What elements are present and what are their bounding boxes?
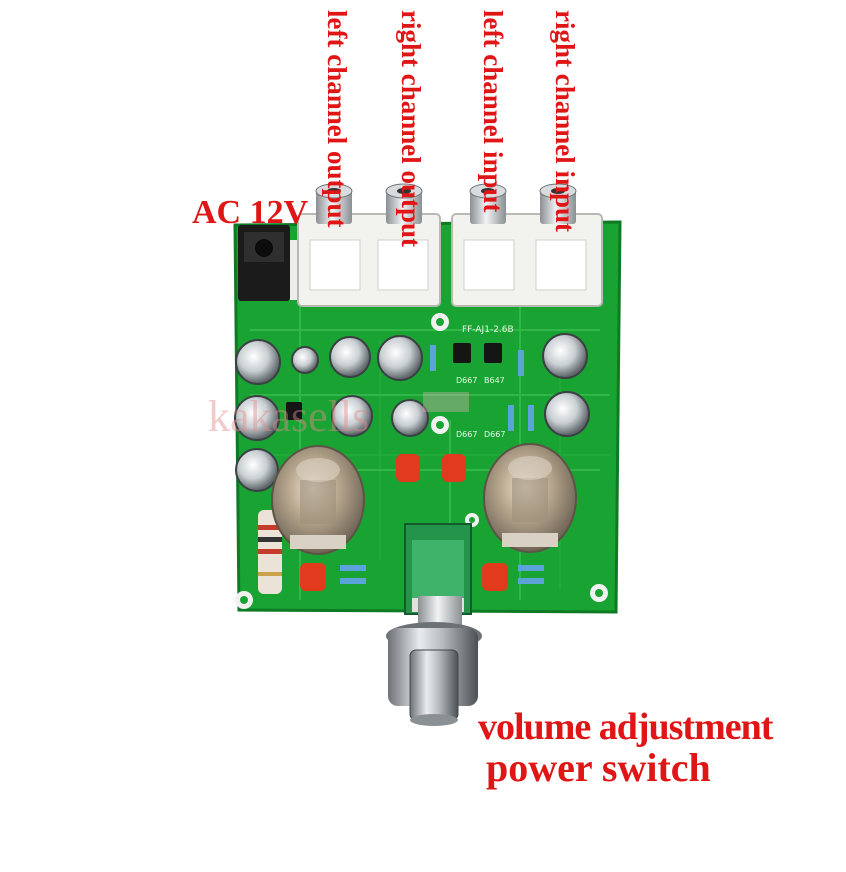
electrolytic-capacitor [291, 346, 319, 374]
resistor [518, 578, 544, 584]
pcb-model-marking: FF-AJ1-2.6B [462, 325, 514, 335]
electrolytic-capacitor [542, 333, 588, 379]
transistor-marking: D667 [484, 430, 505, 439]
film-capacitor [442, 454, 466, 482]
electrolytic-capacitor [235, 339, 281, 385]
rca-jack-left-output [315, 183, 353, 224]
transistor [484, 343, 502, 363]
watermark-chinese-text [423, 392, 469, 412]
electrolytic-capacitor [377, 335, 423, 381]
vacuum-tube-right [483, 443, 577, 553]
transistor [286, 402, 302, 420]
rca-jack-right-output [385, 183, 423, 224]
resistor [430, 345, 436, 371]
mounting-hole [590, 584, 608, 602]
vacuum-tube-left [271, 445, 365, 555]
label-volume-adjustment: volume adjustment [478, 706, 773, 748]
rca-jack-left-input [469, 183, 507, 224]
transistor [453, 343, 471, 363]
resistor [528, 405, 534, 431]
film-capacitor [482, 563, 508, 591]
mounting-hole [235, 591, 253, 609]
resistor [508, 405, 514, 431]
label-left-channel-output: left channel output [322, 10, 352, 228]
power-resistor [258, 510, 282, 594]
resistor [340, 565, 366, 571]
label-ac-power: AC 12V [192, 194, 309, 231]
transistor-marking: D667 [456, 376, 477, 385]
transistor-marking: B647 [484, 376, 505, 385]
resistor [518, 350, 524, 376]
mounting-hole [431, 416, 449, 434]
rca-jack-right-input [539, 183, 577, 224]
resistor [340, 578, 366, 584]
electrolytic-capacitor [331, 395, 373, 437]
label-right-channel-output: right channel output [396, 10, 426, 248]
rca-jack-block-input [451, 213, 603, 307]
film-capacitor [396, 454, 420, 482]
electrolytic-capacitor [235, 448, 279, 492]
film-capacitor [300, 563, 326, 591]
label-power-switch: power switch [486, 745, 711, 790]
resistor [518, 565, 544, 571]
electrolytic-capacitor [329, 336, 371, 378]
rca-jack-block-output [297, 213, 441, 307]
electrolytic-capacitor [391, 399, 429, 437]
volume-knob [386, 622, 482, 726]
electrolytic-capacitor [234, 395, 280, 441]
label-left-channel-input: left channel input [478, 10, 508, 213]
mounting-hole [431, 313, 449, 331]
transistor-marking: D667 [456, 430, 477, 439]
label-right-channel-input: right channel input [550, 10, 580, 233]
watermark-text: kakasells [208, 392, 370, 441]
electrolytic-capacitor [544, 391, 590, 437]
